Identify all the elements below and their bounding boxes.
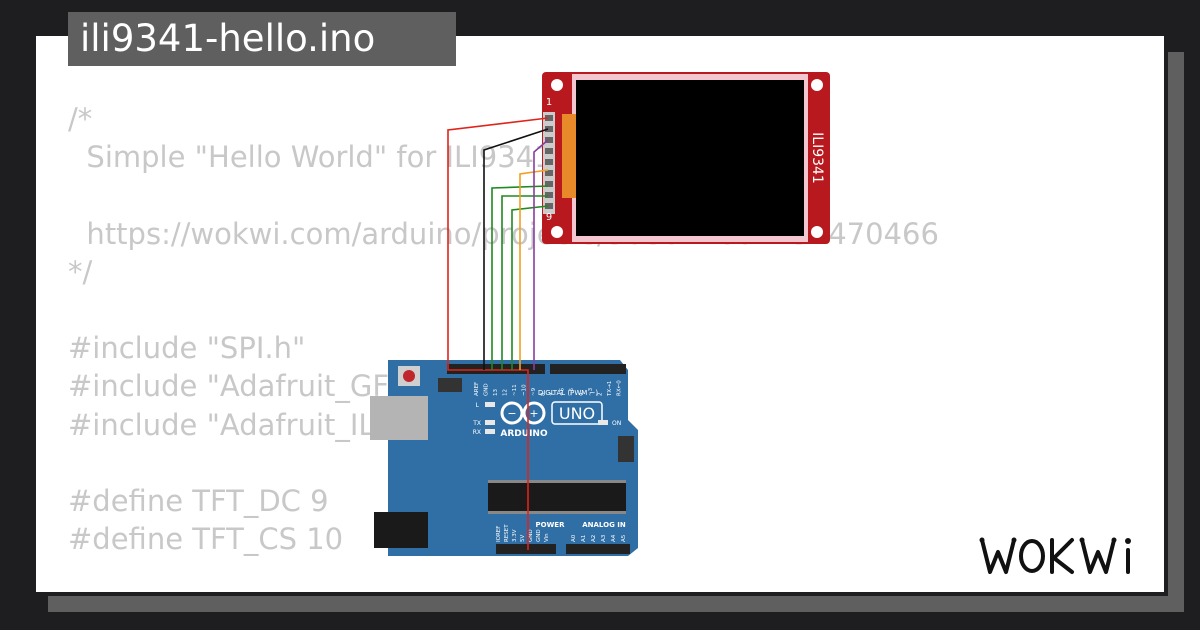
pin-label: ~9 (531, 387, 537, 396)
pin-label: GND (536, 529, 542, 542)
lcd-screen (576, 80, 804, 236)
usb-port (370, 396, 428, 440)
pin-label: 13 (493, 389, 499, 396)
analog-header (566, 544, 630, 554)
pin-label: RX←0 (617, 380, 623, 396)
digital-header-left (447, 364, 545, 374)
pin1-marker: 1 (546, 97, 552, 108)
wire-vcc[interactable] (447, 117, 549, 550)
code-line: #define TFT_CS 10 (68, 522, 344, 557)
digital-header-label: DIGITAL (PWM ~) (538, 389, 599, 397)
module-label: ILI9341 (809, 132, 825, 184)
pin-label: ~3 (588, 387, 594, 396)
pin-label: IOREF (496, 526, 502, 542)
pin-label: TX→1 (607, 381, 613, 397)
pin-label: A5 (621, 534, 627, 542)
power-jack (374, 512, 428, 548)
led-rx-label: RX (473, 429, 481, 436)
code-line: /* (68, 102, 93, 136)
led-tx-label: TX (472, 420, 481, 427)
digital-header-right (550, 364, 626, 374)
pin-label: 3.3V (512, 529, 518, 542)
ribbon-connector (562, 114, 576, 198)
uno-model: UNO (559, 404, 595, 423)
wire-gnd[interactable] (483, 128, 549, 370)
arduino-infinity-logo: − + (500, 401, 546, 425)
ili9341-module[interactable]: 1 9 ILI9341 (542, 72, 830, 244)
mount-hole (551, 226, 563, 238)
wokwi-logo[interactable] (974, 530, 1154, 582)
pin-label: 12 (503, 389, 509, 396)
wires (447, 117, 549, 550)
wire-cs[interactable] (533, 139, 549, 370)
project-title: ili9341-hello.ino (68, 12, 456, 66)
mount-hole (811, 79, 823, 91)
power-header (496, 544, 556, 554)
pin-label: GND (484, 383, 490, 396)
led-tx (485, 420, 495, 425)
mount-hole (551, 79, 563, 91)
pin-label: ~11 (512, 384, 518, 396)
code-line: #define TFT_DC 9 (68, 484, 329, 519)
led-l-label: L (476, 402, 480, 409)
analog-label: ANALOG IN (582, 521, 626, 529)
pin-label: A0 (571, 534, 577, 542)
pin-label: RESET (504, 524, 510, 542)
code-line: #include "SPI.h" (68, 331, 306, 366)
pin-label: A4 (611, 534, 617, 542)
led-on (598, 420, 608, 425)
uno-badge (551, 401, 603, 425)
power-label: POWER (536, 521, 566, 529)
wire-sck[interactable] (491, 185, 549, 370)
pin-label: ~6 (560, 387, 566, 396)
code-preview: /* Simple "Hello World" for ILI9341 http… (68, 100, 939, 558)
pin-label: A2 (591, 535, 597, 542)
pin-label: AREF (474, 382, 480, 396)
pin-label: 7 (550, 392, 556, 396)
pin-label: 5V (520, 535, 526, 542)
code-line: Simple "Hello World" for ILI9341 (68, 140, 553, 175)
pin-label: 8 (541, 392, 547, 396)
pin-label: 2 (598, 393, 604, 397)
mount-hole (811, 226, 823, 238)
icsp-header (438, 378, 462, 392)
pin-label: ~10 (522, 384, 528, 396)
pin-label: GND (528, 529, 534, 542)
wire-dc[interactable] (519, 169, 549, 370)
icsp-header-right (618, 436, 634, 462)
led-on-label: ON (612, 420, 621, 427)
pin-label: 4 (579, 392, 585, 396)
led-rx (485, 429, 495, 434)
led-l (485, 402, 495, 407)
pin-label: ~5 (569, 387, 575, 396)
svg-text:−: − (507, 407, 516, 420)
pin-label: A3 (601, 534, 607, 542)
wire-mosi[interactable] (511, 205, 549, 370)
wire-miso[interactable] (501, 195, 548, 370)
reset-button-cap (403, 370, 415, 382)
chip-pins-bottom (488, 511, 626, 514)
pin-label: A1 (581, 535, 587, 542)
code-line: */ (68, 254, 93, 289)
atmega-chip (488, 482, 626, 512)
svg-text:+: + (529, 407, 538, 420)
pin-header-pins (545, 115, 553, 209)
pin-label: Vin (544, 533, 550, 542)
chip-pins-top (488, 480, 626, 483)
pin-last-marker: 9 (546, 212, 552, 223)
arduino-brand: ARDUINO (500, 429, 548, 439)
